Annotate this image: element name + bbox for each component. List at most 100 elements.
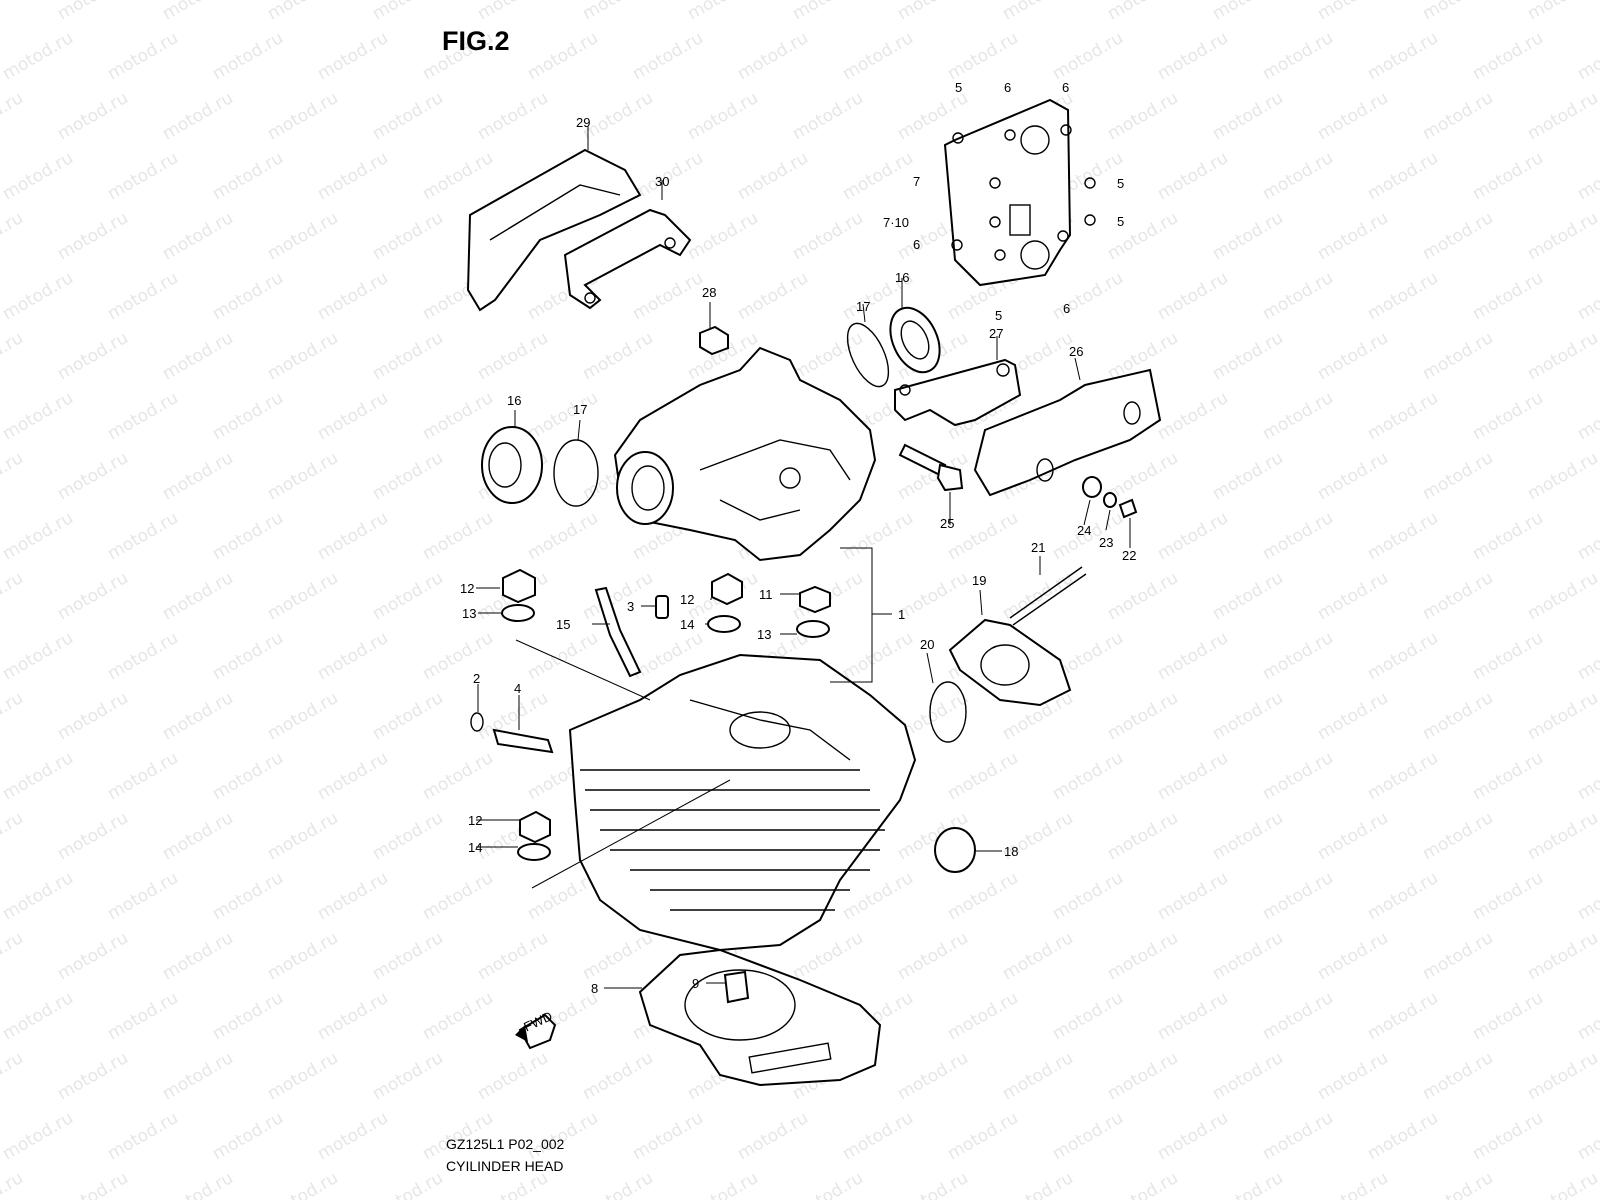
callout-7-10: 7·10 bbox=[883, 215, 909, 230]
watermark-text: motod.ru bbox=[264, 0, 342, 24]
watermark-text: motod.ru bbox=[1419, 208, 1497, 264]
watermark-text: motod.ru bbox=[1574, 988, 1600, 1044]
watermark-text: motod.ru bbox=[789, 328, 867, 384]
watermark-text: motod.ru bbox=[1419, 448, 1497, 504]
watermark-text: motod.ru bbox=[369, 568, 447, 624]
watermark-text: motod.ru bbox=[0, 628, 77, 684]
watermark-text: motod.ru bbox=[1259, 268, 1337, 324]
part-26-screw bbox=[1118, 498, 1138, 519]
watermark-text: motod.ru bbox=[999, 0, 1077, 24]
watermark-text: motod.ru bbox=[1314, 448, 1392, 504]
watermark-text: motod.ru bbox=[1469, 508, 1547, 564]
part-21-stud bbox=[1009, 566, 1087, 626]
watermark-text: motod.ru bbox=[999, 1168, 1077, 1200]
watermark-text: motod.ru bbox=[104, 268, 182, 324]
watermark-text: motod.ru bbox=[1104, 88, 1182, 144]
watermark-text: motod.ru bbox=[104, 28, 182, 84]
watermark-text: motod.ru bbox=[0, 1168, 27, 1200]
watermark-text: motod.ru bbox=[209, 748, 287, 804]
watermark-text: motod.ru bbox=[1259, 148, 1337, 204]
watermark-text: motod.ru bbox=[369, 928, 447, 984]
watermark-text: motod.ru bbox=[839, 28, 917, 84]
watermark-text: motod.ru bbox=[474, 0, 552, 24]
part-19-intake-pipe bbox=[948, 618, 1072, 707]
watermark-text: motod.ru bbox=[1259, 388, 1337, 444]
watermark-text: motod.ru bbox=[159, 0, 237, 24]
watermark-text: motod.ru bbox=[314, 268, 392, 324]
watermark-text: motod.ru bbox=[209, 628, 287, 684]
watermark-text: motod.ru bbox=[1049, 28, 1127, 84]
watermark-text: motod.ru bbox=[1104, 0, 1182, 24]
part-17-oring-left bbox=[553, 439, 599, 507]
watermark-text: motod.ru bbox=[209, 868, 287, 924]
watermark-text: motod.ru bbox=[209, 148, 287, 204]
watermark-text: motod.ru bbox=[1154, 268, 1232, 324]
part-2-ring bbox=[470, 712, 484, 732]
watermark-text: motod.ru bbox=[684, 1168, 762, 1200]
watermark-text: motod.ru bbox=[734, 1108, 812, 1164]
watermark-text: motod.ru bbox=[1469, 148, 1547, 204]
watermark-text: motod.ru bbox=[1104, 808, 1182, 864]
watermark-text: motod.ru bbox=[54, 688, 132, 744]
watermark-text: motod.ru bbox=[264, 688, 342, 744]
part-24-cover bbox=[973, 368, 1162, 497]
watermark-text: motod.ru bbox=[1049, 868, 1127, 924]
watermark-text: motod.ru bbox=[944, 868, 1022, 924]
watermark-text: motod.ru bbox=[0, 0, 27, 24]
watermark-text: motod.ru bbox=[1524, 88, 1600, 144]
callout-5-top: 5 bbox=[955, 80, 962, 95]
watermark-text: motod.ru bbox=[1314, 88, 1392, 144]
watermark-text: motod.ru bbox=[0, 808, 27, 864]
watermark-text: motod.ru bbox=[369, 88, 447, 144]
watermark-text: motod.ru bbox=[54, 1048, 132, 1104]
watermark-text: motod.ru bbox=[314, 748, 392, 804]
watermark-text: motod.ru bbox=[1574, 148, 1600, 204]
watermark-text: motod.ru bbox=[104, 1108, 182, 1164]
callout-18: 18 bbox=[1004, 844, 1018, 859]
watermark-text: motod.ru bbox=[1314, 808, 1392, 864]
part-30-bracket bbox=[563, 208, 692, 310]
watermark-text: motod.ru bbox=[1104, 568, 1182, 624]
callout-4: 4 bbox=[514, 681, 521, 696]
watermark-text: motod.ru bbox=[944, 508, 1022, 564]
part-18-plug bbox=[934, 827, 976, 873]
watermark-text: motod.ru bbox=[629, 28, 707, 84]
watermark-text: motod.ru bbox=[264, 88, 342, 144]
callout-30: 30 bbox=[655, 174, 669, 189]
leader-lines bbox=[476, 126, 1131, 989]
watermark-text: motod.ru bbox=[1259, 1108, 1337, 1164]
watermark-text: motod.ru bbox=[0, 388, 77, 444]
watermark-text: motod.ru bbox=[264, 1048, 342, 1104]
watermark-text: motod.ru bbox=[369, 808, 447, 864]
watermark-text: motod.ru bbox=[54, 808, 132, 864]
watermark-text: motod.ru bbox=[629, 268, 707, 324]
watermark-text: motod.ru bbox=[579, 1048, 657, 1104]
watermark-text: motod.ru bbox=[474, 88, 552, 144]
watermark-text: motod.ru bbox=[0, 328, 27, 384]
watermark-text: motod.ru bbox=[999, 928, 1077, 984]
watermark-text: motod.ru bbox=[159, 88, 237, 144]
part-4-pin bbox=[492, 728, 554, 754]
watermark-text: motod.ru bbox=[944, 28, 1022, 84]
watermark-text: motod.ru bbox=[1469, 868, 1547, 924]
watermark-text: motod.ru bbox=[1104, 1168, 1182, 1200]
callout-19: 19 bbox=[972, 573, 986, 588]
watermark-text: motod.ru bbox=[944, 748, 1022, 804]
watermark-text: motod.ru bbox=[0, 1048, 27, 1104]
watermark-text: motod.ru bbox=[1049, 748, 1127, 804]
watermark-text: motod.ru bbox=[1104, 688, 1182, 744]
watermark-text: motod.ru bbox=[54, 568, 132, 624]
watermark-text: motod.ru bbox=[1209, 0, 1287, 24]
part-12-nut-a bbox=[502, 568, 536, 604]
watermark-text: motod.ru bbox=[1259, 628, 1337, 684]
watermark-text: motod.ru bbox=[944, 1108, 1022, 1164]
part-15-spark-plug bbox=[594, 586, 642, 678]
callout-3: 3 bbox=[627, 599, 634, 614]
watermark-text: motod.ru bbox=[1364, 388, 1442, 444]
watermark-text: motod.ru bbox=[0, 88, 27, 144]
watermark-text: motod.ru bbox=[159, 1168, 237, 1200]
watermark-text: motod.ru bbox=[1209, 1168, 1287, 1200]
watermark-text: motod.ru bbox=[1574, 388, 1600, 444]
watermark-text: motod.ru bbox=[1209, 328, 1287, 384]
watermark-text: motod.ru bbox=[1049, 268, 1127, 324]
